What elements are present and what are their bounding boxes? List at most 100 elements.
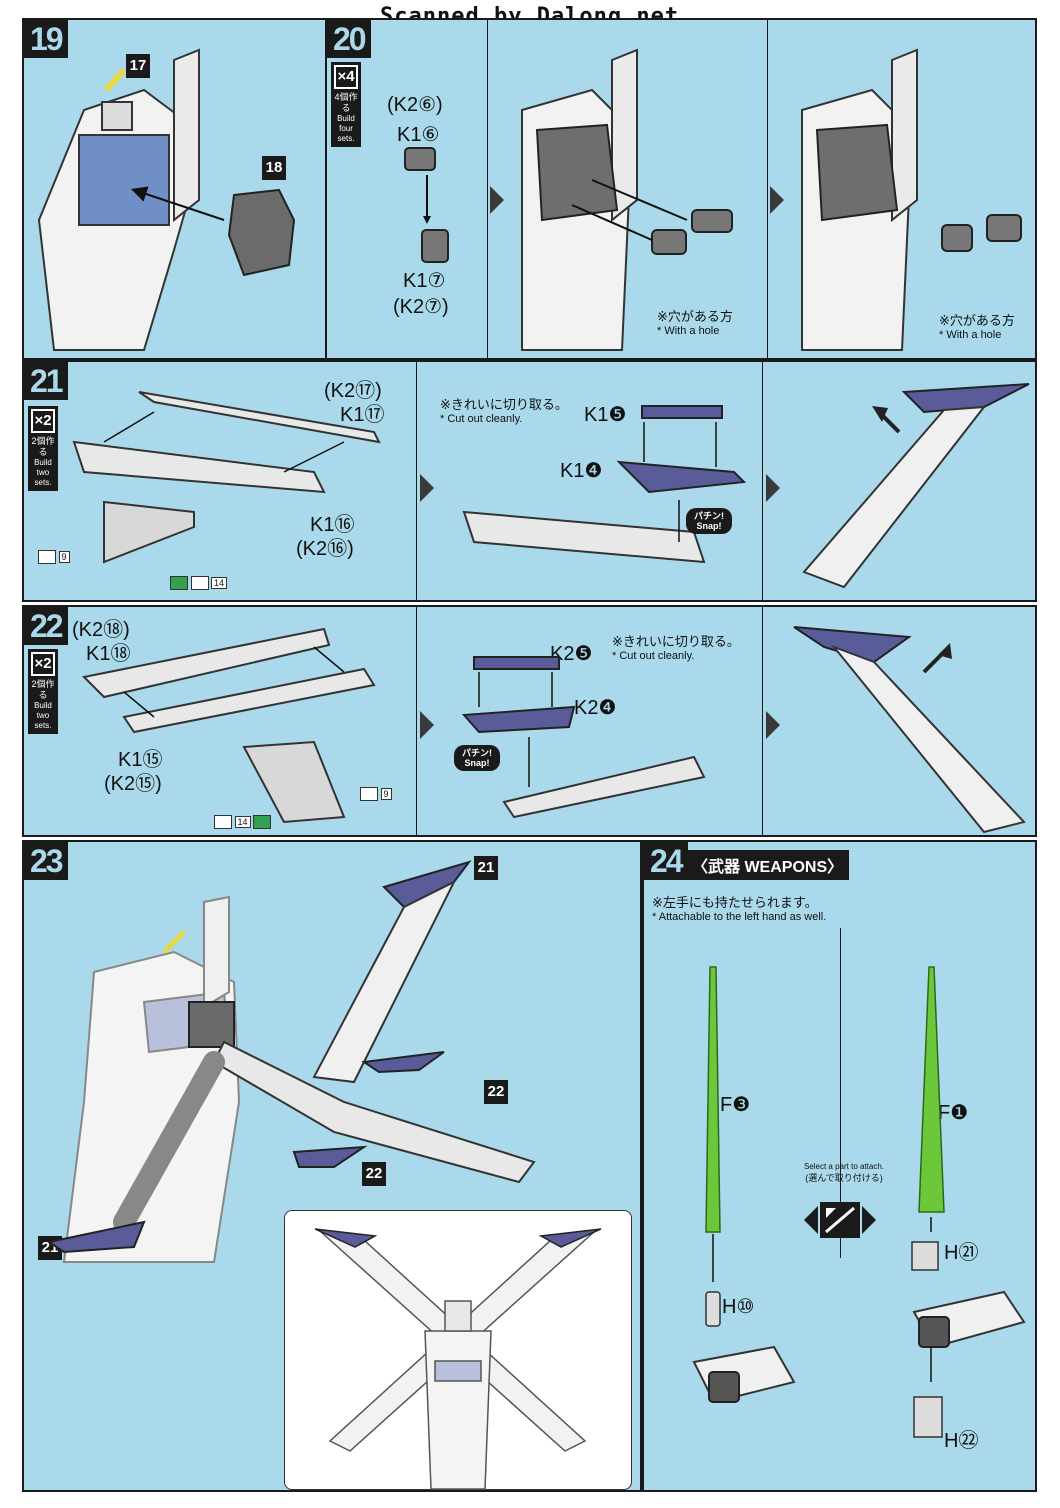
- step-20-panel: 20 ×4 4個作る Build four sets. (K2⑥) K1⑥ K1…: [325, 18, 1037, 360]
- part-label: (K2⑦): [393, 296, 449, 318]
- select-note-en: Select a part to attach.: [803, 1162, 885, 1171]
- next-arrow: [770, 186, 784, 214]
- multiplier-en: Build four sets.: [337, 114, 355, 143]
- multiplier-jp: 2個作る: [31, 679, 55, 700]
- cut-note: ※きれいに切り取る。 * Cut out cleanly.: [612, 631, 740, 662]
- multiplier-count: ×2: [31, 409, 55, 433]
- multiplier-count: ×2: [31, 652, 55, 676]
- sub-step-divider: [762, 362, 763, 600]
- multiplier-badge: ×2 2個作る Build two sets.: [28, 406, 58, 491]
- step-number: 22: [24, 607, 68, 645]
- full-assembly-illustration: [46, 860, 536, 1263]
- armor-attach-illustration: [462, 405, 747, 564]
- part-label: H㉒: [944, 1430, 979, 1452]
- step-number: 21: [24, 362, 68, 400]
- decal-number: 14: [234, 816, 251, 828]
- step-24-panel: 24 〈武器 WEAPONS〉 ※左手にも持たせられます。 * Attachab…: [642, 840, 1037, 1492]
- part-label: K1⑱: [86, 643, 131, 665]
- part-label: (K2⑥): [387, 94, 443, 116]
- sub-step-divider: [767, 20, 768, 358]
- sub-step-divider: [762, 607, 763, 835]
- preview-inset: [284, 1210, 632, 1490]
- left-hand-note-jp: ※左手にも持たせられます。: [652, 895, 818, 910]
- step-19-panel: 19 17 18: [22, 18, 327, 360]
- x-wing-preview-illustration: [314, 1228, 602, 1490]
- finished-wing-illustration: [793, 626, 1026, 834]
- next-arrow: [766, 474, 780, 502]
- multiplier-badge: ×2 2個作る Build two sets.: [28, 649, 58, 734]
- cut-note-en: * Cut out cleanly.: [440, 413, 523, 425]
- multiplier-en: Build two sets.: [34, 458, 52, 487]
- next-arrow: [420, 711, 434, 739]
- frame-parts-illustration: [72, 391, 381, 564]
- multiplier-jp: 2個作る: [31, 436, 55, 457]
- decal-ref: 14: [214, 815, 272, 829]
- finished-wing-illustration: [802, 383, 1030, 589]
- part-label: K2❺: [550, 643, 593, 665]
- step-number: 20: [327, 20, 371, 58]
- part-label: K1⑦: [403, 270, 446, 292]
- part-label: F❸: [720, 1094, 751, 1116]
- decal-number: 9: [380, 788, 392, 800]
- sub-step-divider: [487, 20, 488, 358]
- step-23-panel: 23 21 22 22 21: [22, 840, 642, 1492]
- hole-note: ※穴がある方 * With a hole: [939, 310, 1015, 341]
- next-arrow: [420, 474, 434, 502]
- part-label: (K2⑱): [72, 619, 130, 641]
- part-ref-22: 22: [484, 1080, 508, 1104]
- choose-right-arrow: [862, 1206, 876, 1234]
- decal-number: 14: [211, 577, 228, 589]
- part-label: (K2⑮): [104, 773, 162, 795]
- joint-parts-illustration: [404, 147, 449, 263]
- decal-number: 9: [58, 551, 70, 563]
- armor-attach-illustration: [461, 656, 706, 819]
- part-label: F❶: [938, 1102, 969, 1124]
- step-number: 23: [24, 842, 68, 880]
- cut-note-en: * Cut out cleanly.: [612, 650, 695, 662]
- hole-note-jp: ※穴がある方: [939, 313, 1015, 328]
- frame-parts-illustration: [81, 627, 376, 824]
- next-arrow: [766, 711, 780, 739]
- part-label: (K2⑰): [324, 380, 382, 402]
- part-ref-17: 17: [126, 54, 150, 78]
- cut-note-jp: ※きれいに切り取る。: [440, 397, 568, 412]
- choose-left-arrow: [804, 1206, 818, 1234]
- hole-note-en: * With a hole: [939, 329, 1002, 341]
- part-ref-18: 18: [262, 156, 286, 180]
- next-arrow: [490, 186, 504, 214]
- part-label: K1⑰: [340, 404, 385, 426]
- multiplier-en: Build two sets.: [34, 701, 52, 730]
- hole-note-jp: ※穴がある方: [657, 309, 733, 324]
- sub-step-divider: [416, 362, 417, 600]
- decal-ref: 9: [38, 550, 70, 564]
- select-note-jp: (選んで取り付ける): [805, 1173, 883, 1183]
- step-21-panel: 21 ×2 2個作る Build two sets. (K2⑰) K1⑰ K1⑯…: [22, 360, 1037, 602]
- step-number: 19: [24, 20, 68, 58]
- beam-saber-illustration: [692, 966, 1026, 1438]
- assembly-illustration-b: [801, 48, 1022, 351]
- multiplier-jp: 4個作る: [334, 92, 358, 113]
- decal-ref: 9: [360, 787, 392, 801]
- sub-step-divider: [840, 928, 841, 1258]
- decal-ref: 14: [170, 576, 228, 590]
- hole-note-en: * With a hole: [657, 325, 720, 337]
- sub-step-divider: [416, 607, 417, 835]
- part-label: K2❹: [574, 697, 617, 719]
- snap-badge: パチン! Snap!: [686, 508, 732, 534]
- left-hand-note-en: * Attachable to the left hand as well.: [652, 911, 827, 923]
- part-label: K1⑮: [118, 749, 163, 771]
- robot-torso-illustration: [37, 48, 296, 351]
- select-note: Select a part to attach. (選んで取り付ける): [794, 1162, 894, 1184]
- weapons-title: 〈武器 WEAPONS〉: [686, 850, 850, 880]
- assembly-illustration-a: [521, 48, 733, 351]
- left-hand-note: ※左手にも持たせられます。 * Attachable to the left h…: [652, 892, 826, 923]
- step-number: 24: [644, 842, 688, 880]
- snap-badge: パチン! Snap!: [454, 745, 500, 771]
- hole-note: ※穴がある方 * With a hole: [657, 306, 733, 337]
- cut-note-jp: ※きれいに切り取る。: [612, 634, 740, 649]
- part-label: K1⑥: [397, 124, 440, 146]
- part-label: K1⑯: [310, 514, 355, 536]
- part-ref-22: 22: [362, 1162, 386, 1186]
- step-22-panel: 22 ×2 2個作る Build two sets. (K2⑱) K1⑱ K1⑮…: [22, 605, 1037, 837]
- multiplier-count: ×4: [334, 65, 358, 89]
